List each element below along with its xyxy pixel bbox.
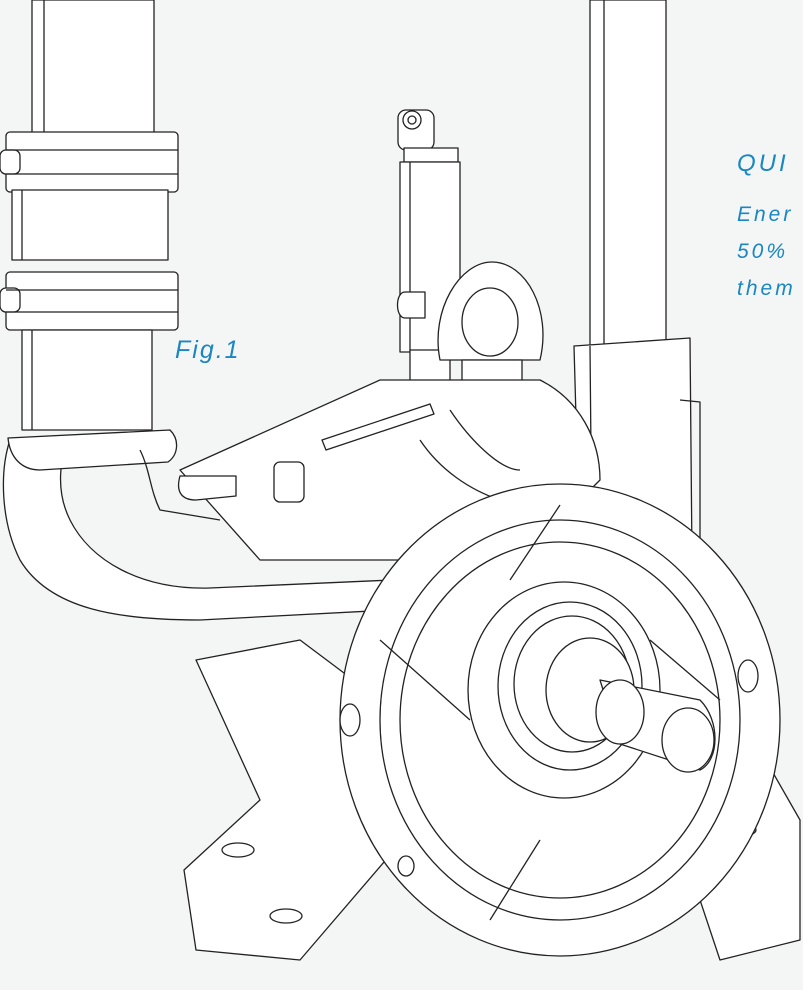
figure-label: Fig.1 xyxy=(175,336,241,364)
lifting-eye xyxy=(437,261,544,401)
left-pipe xyxy=(31,0,155,151)
lower-coupling xyxy=(0,271,179,431)
callout-title: QUI xyxy=(737,150,789,177)
callout-line-2: 50% xyxy=(737,240,789,263)
callout-line-3: them xyxy=(737,277,796,300)
bearing-shaft xyxy=(467,581,716,799)
callout-line-1: Ener xyxy=(737,203,794,226)
upper-coupling xyxy=(0,131,179,261)
